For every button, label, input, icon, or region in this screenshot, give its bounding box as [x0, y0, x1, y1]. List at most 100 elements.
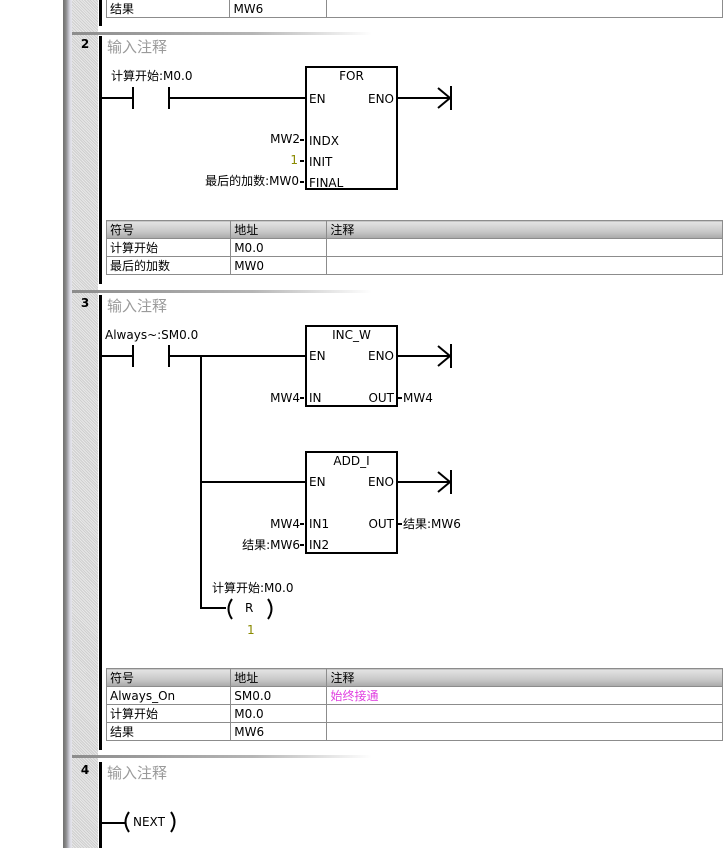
eno-arrow-icon	[437, 470, 452, 494]
table-row[interactable]: Always_On SM0.0 始终接通	[105, 686, 723, 705]
pin-in1: IN1	[309, 517, 330, 531]
in2-operand[interactable]: 结果:MW6	[242, 538, 300, 552]
network-separator	[72, 32, 372, 35]
address-cell: M0.0	[230, 704, 328, 723]
box-title: ADD_I	[333, 454, 370, 468]
network-comment-input[interactable]: 输入注释	[107, 764, 168, 782]
next-coil-icon[interactable]	[120, 810, 182, 834]
comment-cell	[326, 256, 723, 275]
comment-cell	[325, 0, 723, 18]
pin-in: IN	[309, 391, 322, 405]
wire	[200, 607, 226, 609]
power-rail	[99, 0, 102, 26]
next-coil-label: NEXT	[133, 815, 165, 829]
header-symbol[interactable]: 符号	[105, 220, 232, 239]
contact-no-left[interactable]	[132, 87, 134, 109]
coil-label: 计算开始:M0.0	[212, 581, 294, 595]
wire	[200, 481, 307, 483]
network-number[interactable]: 4	[80, 763, 90, 777]
table-row[interactable]: 计算开始 M0.0	[105, 238, 723, 257]
inc-w-box[interactable]: INC_W EN ENO IN OUT	[305, 325, 398, 407]
table-header-row: 符号 地址 注释	[105, 668, 723, 687]
coil-type: R	[245, 601, 254, 615]
wire	[169, 97, 307, 99]
symbol-cell: 结果	[105, 722, 232, 741]
pin-tick	[398, 523, 402, 525]
pin-tick	[300, 523, 304, 525]
symbol-cell: 结果	[105, 0, 231, 18]
address-cell: M0.0	[230, 238, 328, 257]
symbol-cell: 计算开始	[105, 238, 232, 257]
pin-tick	[300, 397, 304, 399]
pin-tick	[398, 397, 402, 399]
pin-eno: ENO	[367, 349, 394, 363]
header-address[interactable]: 地址	[230, 220, 328, 239]
address-cell: MW6	[230, 722, 328, 741]
in1-operand[interactable]: MW4	[270, 517, 300, 531]
network-gutter	[72, 0, 98, 848]
eno-arrow-icon	[437, 344, 452, 368]
eno-wire	[398, 481, 450, 483]
network-number[interactable]: 2	[80, 37, 90, 51]
pin-in2: IN2	[309, 538, 330, 552]
pin-tick	[300, 181, 304, 183]
pin-en: EN	[309, 475, 326, 489]
pin-tick	[300, 544, 304, 546]
address-cell: MW6	[229, 0, 327, 18]
symbol-cell: Always_On	[105, 686, 232, 705]
header-address[interactable]: 地址	[230, 668, 328, 687]
box-title: INC_W	[332, 328, 371, 342]
comment-cell: 始终接通	[326, 686, 723, 705]
header-comment[interactable]: 注释	[326, 668, 723, 687]
address-cell: SM0.0	[230, 686, 328, 705]
final-operand[interactable]: 最后的加数:MW0	[205, 174, 299, 188]
pin-out: OUT	[368, 517, 394, 531]
pin-tick	[300, 160, 304, 162]
table-row[interactable]: 结果 MW6	[105, 0, 723, 18]
wire	[101, 355, 133, 357]
add-i-box[interactable]: ADD_I EN ENO IN1 OUT IN2	[305, 451, 398, 554]
address-cell: MW0	[230, 256, 328, 275]
in-operand[interactable]: MW4	[270, 391, 300, 405]
pin-eno: ENO	[367, 92, 394, 106]
eno-wire	[398, 355, 450, 357]
pin-final: FINAL	[309, 176, 344, 190]
reset-coil-icon[interactable]	[222, 597, 278, 621]
comment-cell	[326, 704, 723, 723]
pin-indx: INDX	[309, 134, 339, 148]
comment-cell	[326, 722, 723, 741]
table-row[interactable]: 结果 MW6	[105, 722, 723, 741]
network-separator	[72, 755, 372, 758]
network-number[interactable]: 3	[80, 296, 90, 310]
network-comment-input[interactable]: 输入注释	[107, 38, 168, 56]
symbol-cell: 最后的加数	[105, 256, 232, 275]
contact-no-left[interactable]	[132, 345, 134, 367]
out-operand[interactable]: MW4	[403, 391, 433, 405]
contact-label: Always~:SM0.0	[105, 328, 199, 342]
window-background	[0, 0, 63, 848]
pin-init: INIT	[309, 155, 333, 169]
table-row[interactable]: 最后的加数 MW0	[105, 256, 723, 275]
eno-wire	[398, 97, 450, 99]
indx-operand[interactable]: MW2	[270, 132, 300, 146]
symbol-table-network-1: 结果 MW6	[105, 0, 723, 18]
out-operand[interactable]: 结果:MW6	[403, 517, 461, 531]
pin-eno: ENO	[367, 475, 394, 489]
coil-count[interactable]: 1	[247, 623, 255, 637]
pin-en: EN	[309, 349, 326, 363]
network-comment-input[interactable]: 输入注释	[107, 297, 168, 315]
power-rail	[99, 762, 102, 848]
comment-cell	[326, 238, 723, 257]
table-row[interactable]: 计算开始 M0.0	[105, 704, 723, 723]
symbol-table-network-2: 符号 地址 注释 计算开始 M0.0 最后的加数 MW0	[105, 220, 723, 275]
box-title: FOR	[339, 69, 364, 83]
for-box[interactable]: FOR EN ENO INDX INIT FINAL	[305, 66, 398, 190]
header-comment[interactable]: 注释	[326, 220, 723, 239]
pin-tick	[300, 139, 304, 141]
wire	[101, 97, 133, 99]
network-separator	[72, 290, 372, 293]
init-operand[interactable]: 1	[290, 153, 298, 167]
header-symbol[interactable]: 符号	[105, 668, 232, 687]
eno-arrow-icon	[437, 86, 452, 110]
editor-frame-border	[63, 0, 72, 848]
